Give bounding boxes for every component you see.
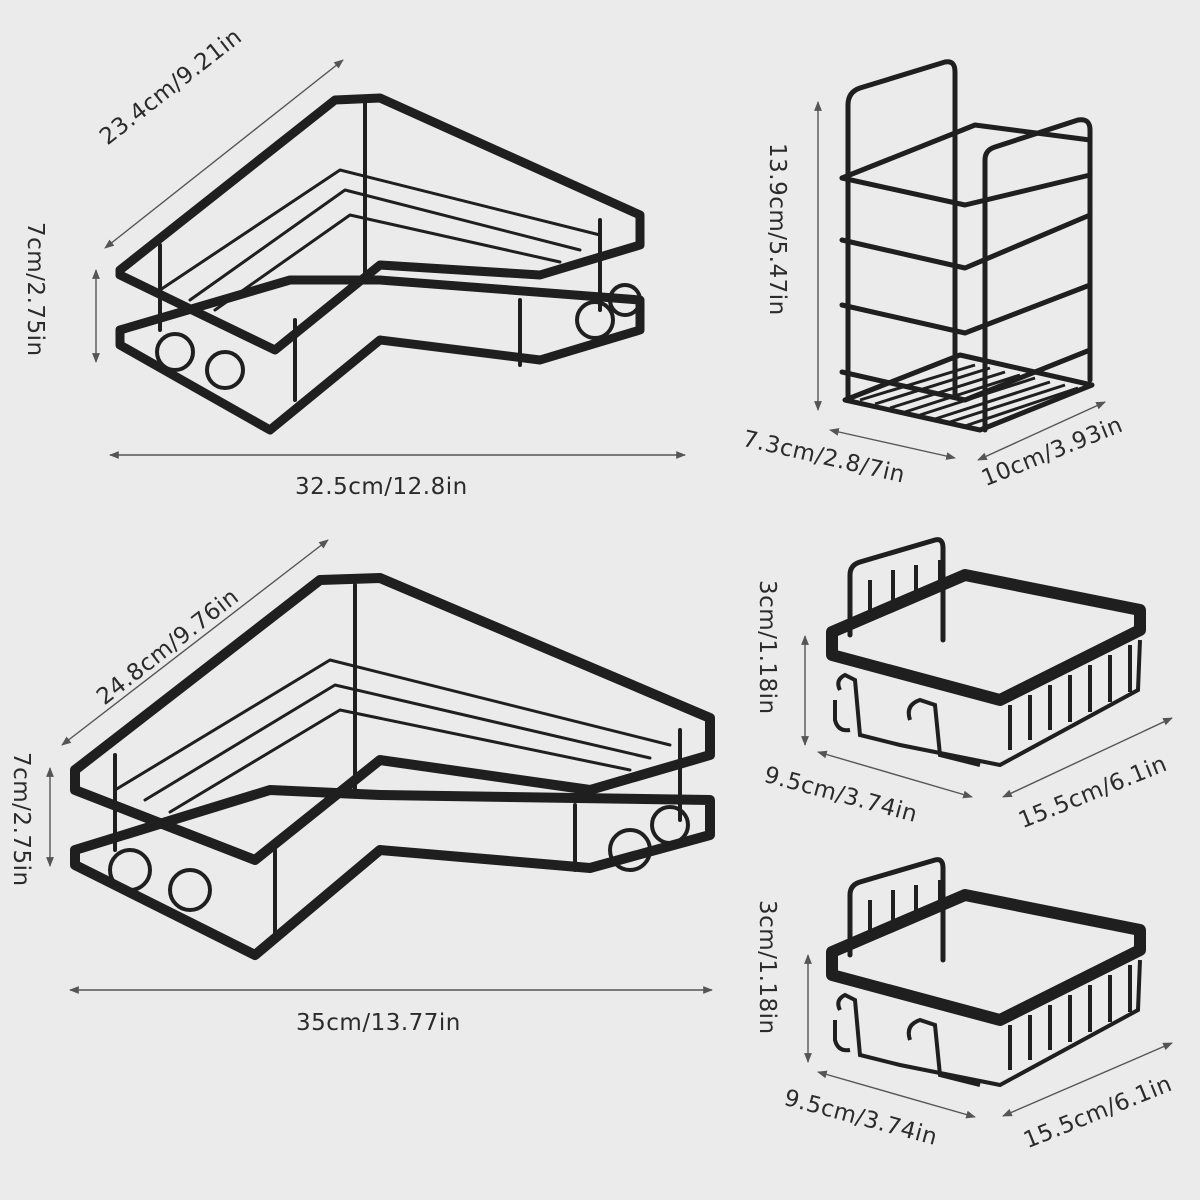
corner-shelf-small-width-label: 32.5cm/12.8in bbox=[295, 474, 468, 500]
width-arrow bbox=[1002, 717, 1173, 798]
sponge-holder-1-height-label: 3cm/1.18in bbox=[754, 580, 780, 715]
depth-arrow bbox=[104, 59, 344, 249]
corner-shelf-small-illustration bbox=[115, 93, 645, 435]
corner-shelf-large-width-label: 35cm/13.77in bbox=[296, 1010, 461, 1036]
depth-arrow bbox=[817, 750, 973, 799]
corner-shelf-small-height-label: 7cm/2.75in bbox=[22, 222, 48, 357]
corner-shelf-large-height-label: 7cm/2.75in bbox=[8, 752, 34, 887]
utensil-holder-illustration bbox=[839, 59, 1095, 433]
sponge-holder-2-height-label: 3cm/1.18in bbox=[754, 900, 780, 1035]
depth-arrow bbox=[829, 428, 956, 460]
depth-arrow bbox=[61, 539, 329, 746]
utensil-holder-height-label: 13.9cm/5.47in bbox=[764, 143, 790, 316]
depth-arrow bbox=[817, 1070, 976, 1119]
sponge-holder-2-illustration bbox=[826, 857, 1146, 1088]
width-arrow bbox=[1002, 1042, 1173, 1117]
width-arrow bbox=[977, 401, 1106, 461]
corner-shelf-large-illustration bbox=[70, 573, 715, 960]
sponge-holder-1-illustration bbox=[826, 537, 1146, 768]
